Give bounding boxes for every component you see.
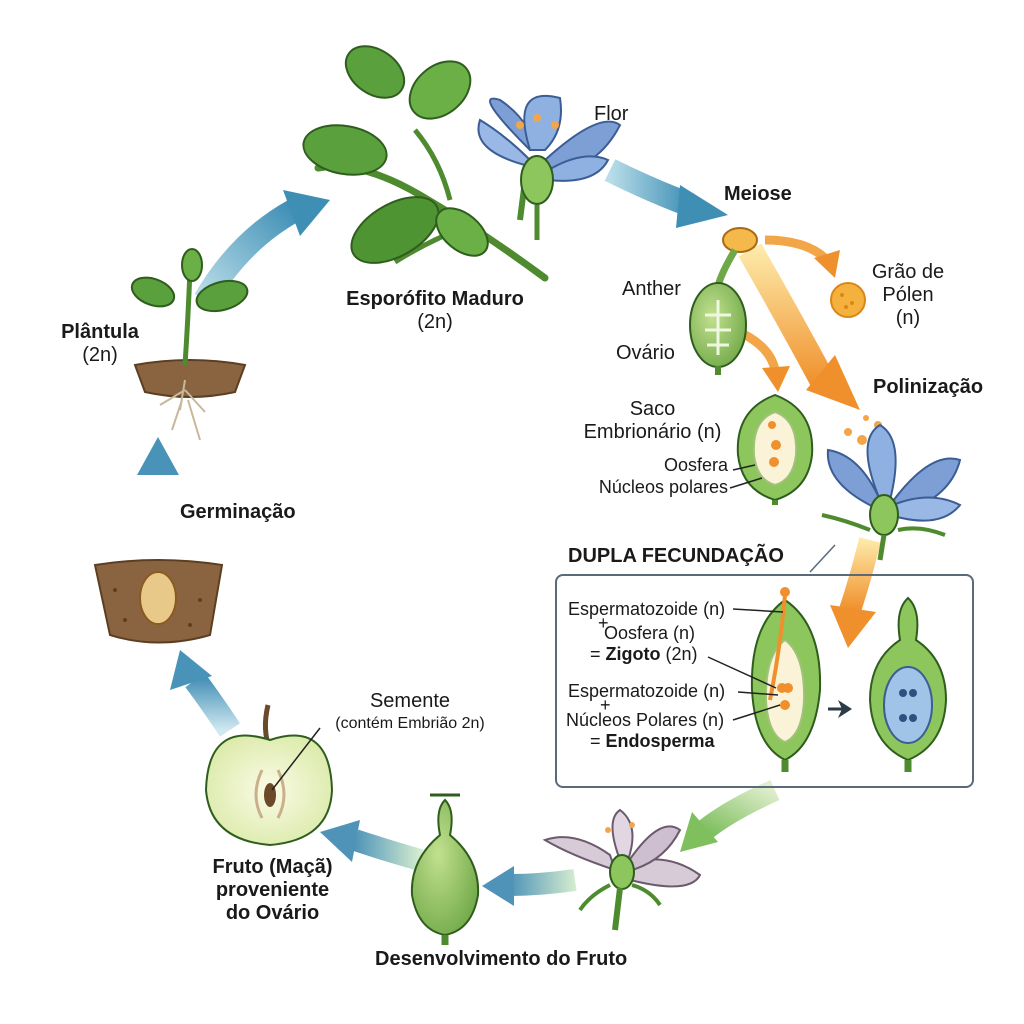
anther-label: Anther (622, 278, 681, 300)
meiosis-label: Meiose (724, 183, 792, 205)
fruit-development-label: Desenvolvimento do Fruto (375, 948, 628, 970)
pollination-label: Polinização (873, 376, 984, 398)
pollen-grain (830, 282, 866, 318)
germination-label: Germinação (180, 501, 296, 523)
egg-label: Oosfera (n) (604, 623, 696, 643)
egg-cell-label: Oosfera (663, 455, 728, 475)
zygote-equation: = Zigoto (2n) (590, 644, 698, 664)
apple-fruit (204, 704, 334, 847)
fertilization-ovule (707, 587, 822, 772)
ovary-label: Ovário (616, 342, 675, 364)
seed-label: Semente(contém Embrião 2n) (335, 690, 485, 732)
flower-top (477, 94, 622, 240)
seedling-label: Plântula(2n) (61, 321, 139, 366)
developing-fruit (410, 793, 480, 945)
seed-in-soil (93, 559, 224, 644)
anther-ovary (689, 227, 758, 375)
seedling (130, 248, 249, 441)
endosperm-equation: = Endosperma (590, 731, 715, 751)
polar-nuclei-fert-label: Núcleos Polares (n) (566, 710, 725, 730)
fertilized-ovule (868, 596, 948, 772)
cycle-arrows (137, 159, 881, 906)
wilting-flower (542, 808, 702, 931)
flower-label: Flor (594, 103, 629, 125)
polar-nuclei-label: Núcleos polares (598, 477, 728, 497)
sperm-1-label: Espermatozoide (n) (568, 599, 726, 619)
double-fertilization-title: DUPLA FECUNDAÇÃO (568, 545, 784, 567)
plus-2: + (600, 695, 611, 715)
sperm-2-label: Espermatozoide (n) (568, 681, 726, 701)
plus-1: + (598, 613, 609, 633)
double-fertilization-panel (555, 574, 974, 788)
panel-connector (809, 544, 836, 573)
result-arrow (838, 700, 852, 718)
sporophyte-label: Esporófito Maduro(2n) (346, 288, 524, 333)
pollination-flower (821, 415, 962, 561)
embryo-sac (729, 393, 814, 505)
